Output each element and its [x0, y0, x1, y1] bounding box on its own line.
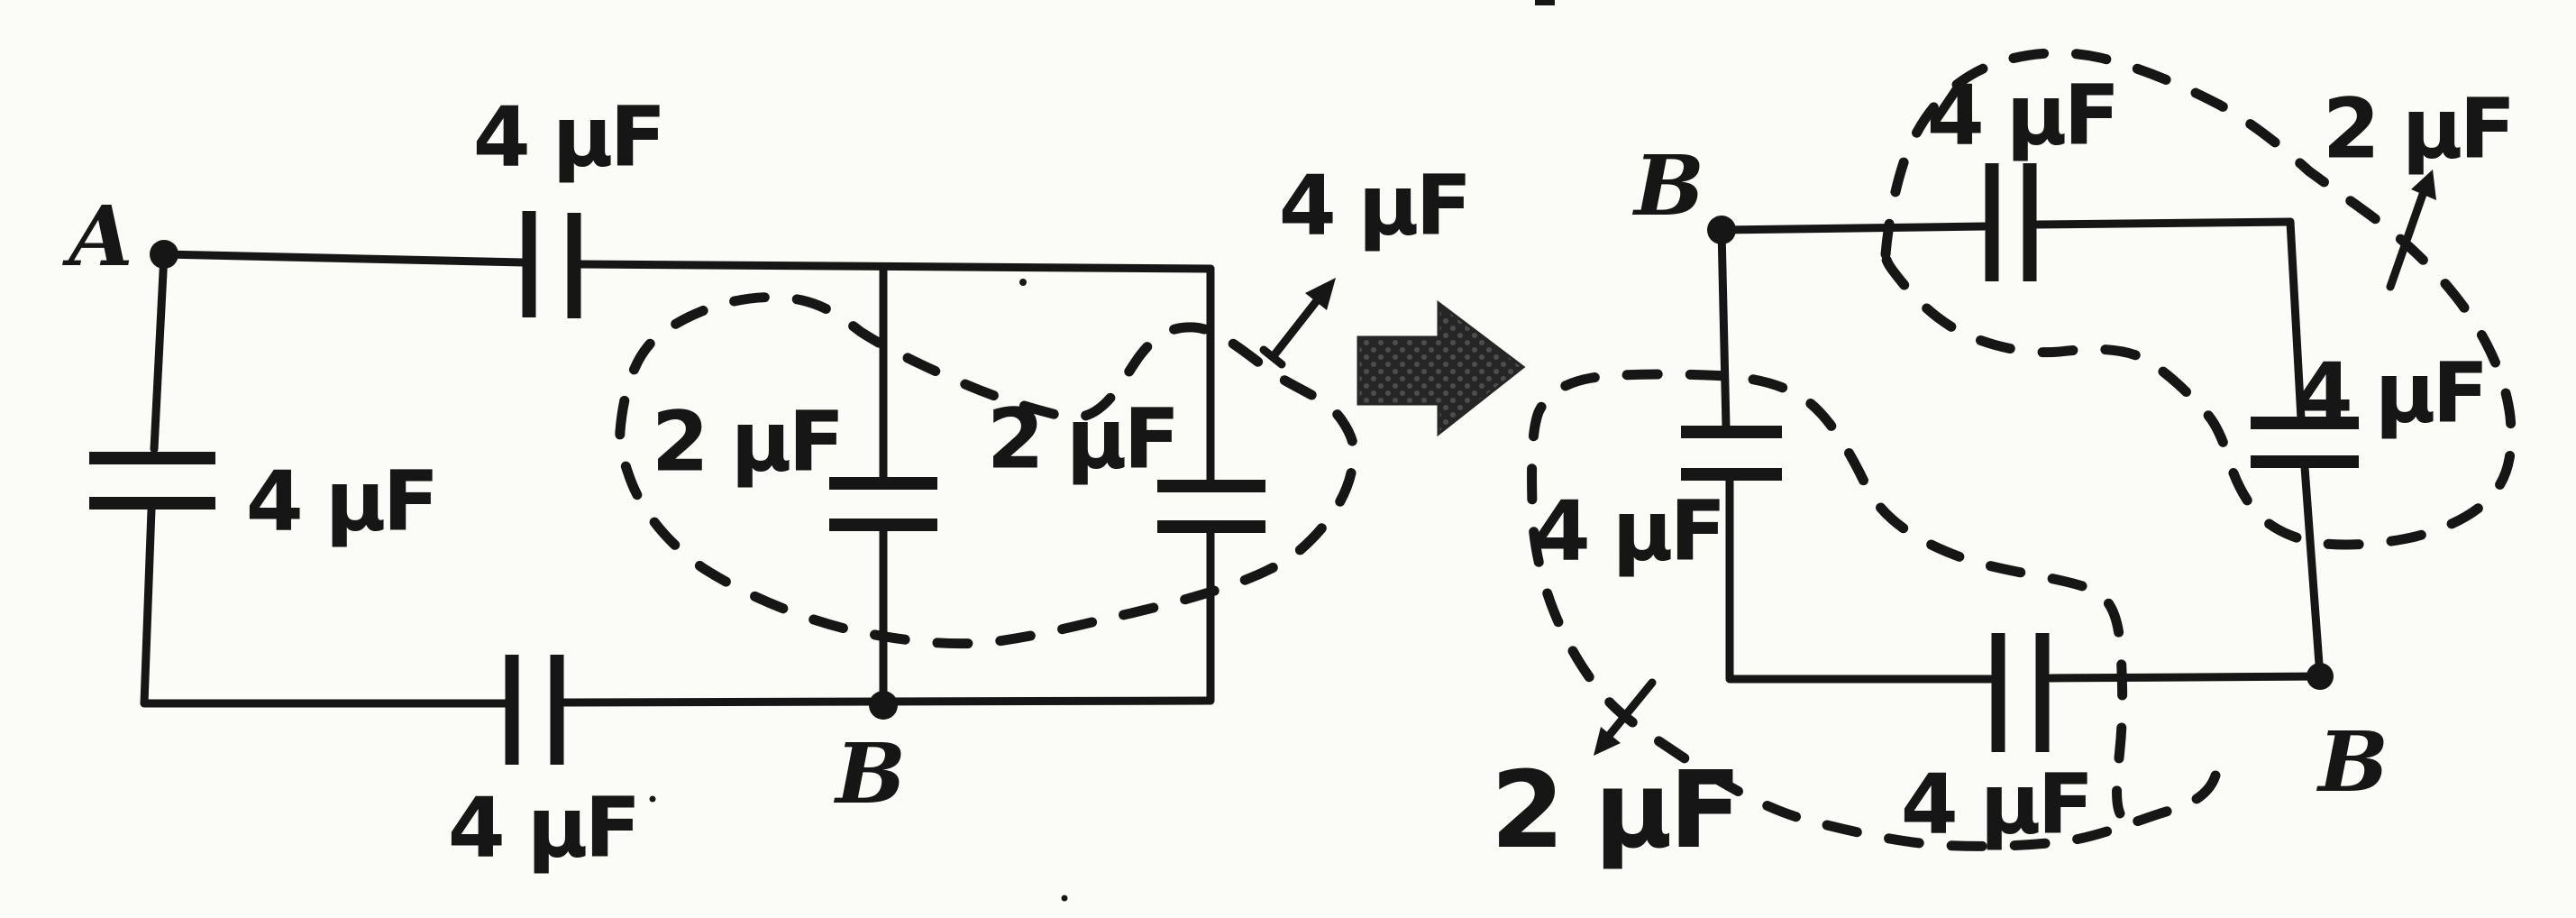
equivalent-value-callout: 4 μF: [1279, 158, 1469, 254]
wire-top-right-segment: [576, 260, 1215, 273]
wire-top-left-segment: [1717, 222, 1989, 234]
node-b-top-dot: [1707, 216, 1736, 244]
capacitor-value-left: 4 μF: [1533, 483, 1723, 580]
capacitor-value-bottom: 4 μF: [1901, 757, 2091, 853]
wire-left-lower: [140, 505, 156, 708]
scan-speck: [1061, 895, 1068, 902]
wire-top-right-segment: [2032, 217, 2295, 229]
callout-arrow-shaft: [1268, 290, 1326, 362]
scan-artifact-top-dash: [1535, 0, 1555, 5]
capacitor-value-right: 4 μF: [2296, 345, 2486, 442]
dashed-group-outline-bottom-left: [1527, 369, 2221, 851]
node-b-bottom-dot: [2307, 663, 2334, 690]
dashed-group-outline-left-circuit: [615, 292, 1359, 649]
callout-arrow-top-shaft: [2386, 179, 2431, 291]
scan-speck: [1019, 279, 1027, 286]
node-label-a: A: [61, 188, 132, 285]
callout-arrow-head-icon: [1305, 278, 1336, 310]
capacitor-value-mid-branch: 2 μF: [652, 394, 842, 491]
equivalent-value-bottom-left: 2 μF: [1491, 748, 1739, 872]
wire-top-left-segment: [160, 250, 528, 267]
node-label-b-top: B: [1631, 137, 1704, 234]
wire-left-upper: [1717, 225, 1731, 431]
node-a-dot: [150, 240, 178, 269]
equivalent-value-top-right: 2 μF: [2323, 81, 2513, 178]
callout-arrow-bottom-shaft: [1600, 678, 1657, 746]
node-label-b: B: [833, 725, 906, 822]
wire-left-upper: [150, 250, 169, 454]
dashed-group-outline-top-right: [1880, 48, 2517, 550]
right-circuit: B B 4 μF 4 μF 4 μF 4 μF 2 μF 2 μF: [1491, 48, 2517, 872]
wire-right-lower: [2300, 463, 2325, 681]
callout-arrow-top-head-icon: [2411, 170, 2436, 200]
wire-bottom-right-segment: [2046, 672, 2325, 683]
callout-arrow-bottom-head-icon: [1594, 727, 1621, 756]
capacitor-value-top: 4 μF: [1927, 68, 2117, 164]
node-b-dot: [869, 691, 898, 720]
left-circuit: A B 4 μF 4 μF 4 μF 2 μF 2 μF 4 μF: [61, 89, 1472, 877]
thick-right-arrow-icon: [1357, 299, 1526, 437]
capacitor-value-left: 4 μF: [246, 454, 436, 550]
capacitor-value-right-branch: 2 μF: [987, 391, 1177, 488]
wire-right-upper: [2286, 217, 2306, 423]
capacitor-value-top: 4 μF: [473, 89, 663, 186]
node-label-b-bottom: B: [2316, 713, 2389, 811]
callout-arrow-tail-bar: [1259, 345, 1286, 369]
scan-speck: [649, 795, 656, 803]
capacitor-value-bottom: 4 μF: [448, 780, 638, 877]
